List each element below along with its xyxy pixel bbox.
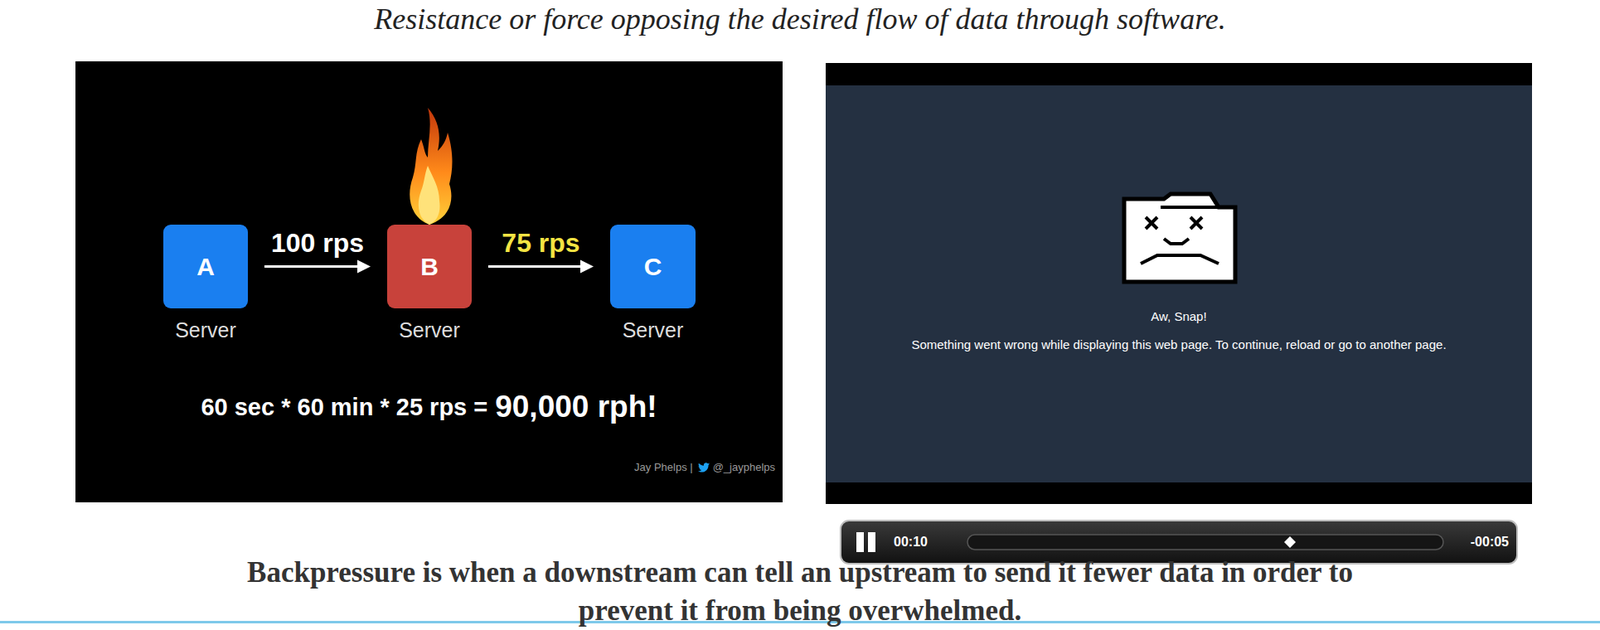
- formula-text: 60 sec * 60 min * 25 rps =: [200, 393, 488, 422]
- flow-arrow: [264, 260, 371, 274]
- server-letter: B: [420, 252, 439, 282]
- arrow-head: [580, 260, 594, 274]
- caption-text: Backpressure is when a downstream can te…: [232, 553, 1368, 630]
- arrow-line: [264, 265, 359, 268]
- rate-label: 75 rps: [501, 227, 580, 259]
- server-letter: C: [644, 252, 663, 282]
- attribution: Jay Phelps | @_jayphelps: [580, 460, 776, 474]
- rate-label: 100 rps: [271, 227, 364, 259]
- video-frame: [825, 63, 1533, 505]
- flame: [409, 107, 452, 225]
- error-message: Something went wrong while displaying th…: [825, 337, 1533, 352]
- remaining-time: -00:05: [1452, 534, 1509, 550]
- arrow-line: [488, 265, 582, 268]
- arrow-head: [357, 260, 371, 274]
- flow-arrow: [488, 260, 594, 274]
- server-label: Server: [174, 318, 237, 343]
- twitter-bird-shape: [698, 462, 710, 472]
- server-letter: A: [196, 252, 215, 282]
- server-box: CServer: [610, 224, 696, 309]
- error-heading: Aw, Snap!: [825, 309, 1533, 324]
- browser-error-screen: [825, 85, 1533, 483]
- formula-result: 90,000 rph!: [494, 389, 657, 425]
- elapsed-time: 00:10: [893, 534, 928, 550]
- twitter-handle: @_jayphelps: [712, 460, 776, 474]
- server-box: BServer: [387, 224, 472, 309]
- sad-folder-icon: [1124, 193, 1236, 282]
- twitter-bird: [698, 462, 710, 473]
- server-label: Server: [398, 318, 461, 343]
- formula: 60 sec * 60 min * 25 rps =90,000 rph!: [75, 389, 783, 425]
- server-box: AServer: [163, 224, 248, 309]
- server-label: Server: [622, 318, 684, 343]
- slide-title: Resistance or force opposing the desired…: [0, 1, 1600, 37]
- author-name: Jay Phelps |: [634, 460, 694, 474]
- slide-panel: [75, 61, 783, 503]
